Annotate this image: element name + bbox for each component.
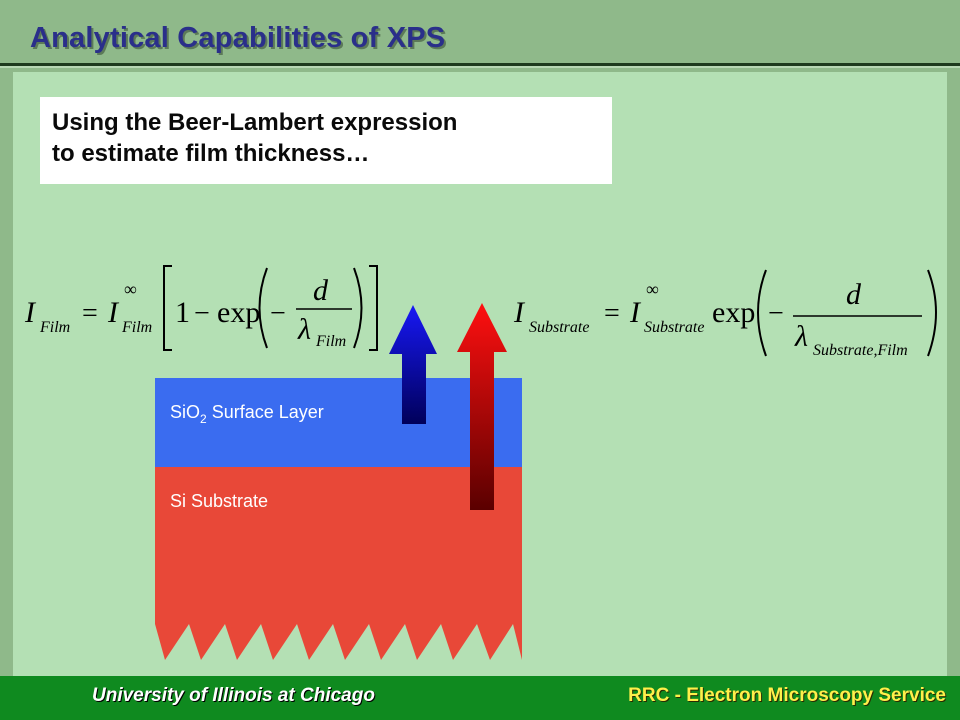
svg-text:exp: exp (217, 296, 260, 329)
svg-text:∞: ∞ (124, 279, 137, 299)
svg-text:d: d (846, 278, 862, 311)
svg-text:1: 1 (175, 296, 190, 329)
svg-text:Substrate,Film: Substrate,Film (813, 342, 908, 359)
si-substrate-label: Si Substrate (170, 491, 268, 511)
footer-bar (0, 676, 960, 720)
svg-text:−: − (270, 298, 286, 329)
footer-institution: University of Illinois at Chicago (92, 685, 375, 706)
slide-title: Analytical Capabilities of XPS (30, 22, 446, 54)
svg-text:λ: λ (297, 313, 311, 346)
footer-service: RRC - Electron Microscopy Service (628, 685, 946, 706)
svg-text:Substrate: Substrate (529, 319, 589, 336)
sio2-layer-label: SiO2 Surface Layer (170, 402, 324, 426)
svg-text:Film: Film (121, 319, 152, 336)
header-divider (0, 63, 960, 66)
callout-line-2: to estimate film thickness… (52, 140, 370, 168)
svg-text:=: = (604, 298, 620, 329)
svg-text:∞: ∞ (646, 279, 659, 299)
red-photoelectron-arrow (457, 303, 507, 510)
svg-text:λ: λ (794, 320, 808, 353)
svg-text:=: = (82, 298, 98, 329)
callout-line-1: Using the Beer-Lambert expression (52, 109, 458, 136)
blue-photoelectron-arrow (389, 305, 437, 424)
svg-text:Film: Film (315, 333, 346, 350)
callout-box: Using the Beer-Lambert expression to est… (40, 97, 612, 184)
svg-text:I: I (629, 296, 642, 329)
svg-text:−: − (768, 298, 784, 329)
si-substrate (155, 467, 522, 660)
sio2-surface-layer (155, 378, 522, 467)
svg-text:I: I (513, 296, 526, 329)
svg-text:d: d (313, 274, 329, 307)
svg-text:−: − (194, 298, 210, 329)
substrate-intensity-equation: I Substrate = I ∞ Substrate exp − d λ Su… (513, 269, 937, 359)
svg-text:exp: exp (712, 296, 755, 329)
header-divider-highlight (0, 66, 960, 68)
svg-text:I: I (24, 296, 37, 329)
svg-text:Film: Film (39, 319, 70, 336)
svg-text:Substrate: Substrate (644, 319, 704, 336)
svg-text:I: I (107, 296, 120, 329)
film-intensity-equation: I Film = I ∞ Film 1 − exp − d λ Film (24, 265, 378, 351)
